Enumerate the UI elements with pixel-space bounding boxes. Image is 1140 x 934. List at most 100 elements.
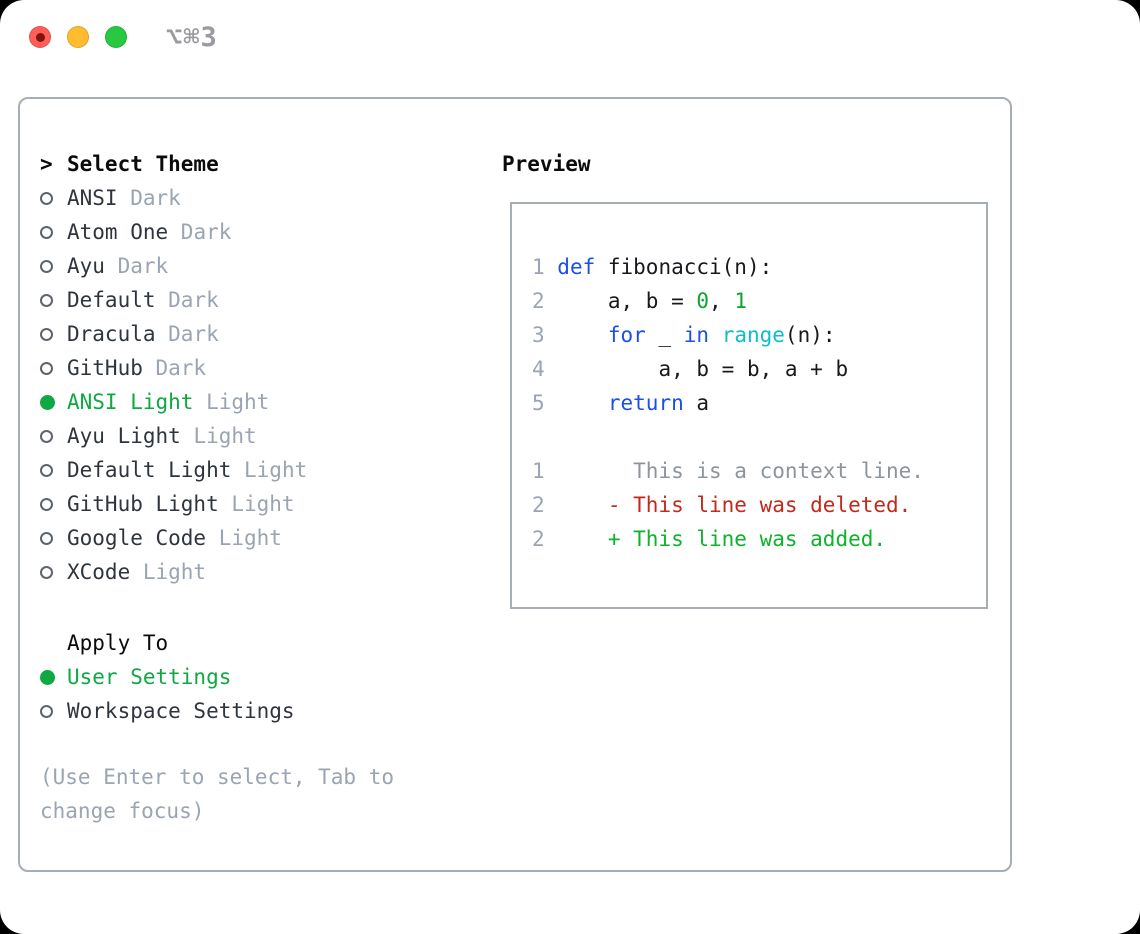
code-line: 1 This is a context line.	[532, 454, 986, 488]
theme-variant: Dark	[155, 322, 219, 346]
code-token-plain	[557, 493, 608, 517]
theme-variant: Dark	[168, 220, 232, 244]
theme-variant: Dark	[104, 254, 169, 278]
code-line: 5 return a	[532, 386, 986, 420]
code-token-plain: _	[645, 323, 684, 347]
code-token-num: 1	[734, 289, 747, 313]
theme-variant: Dark	[117, 186, 181, 210]
theme-option[interactable]: ANSI Dark	[40, 181, 307, 215]
apply-to-header: Apply To	[40, 626, 295, 660]
apply-to-option-label: Workspace Settings	[67, 699, 295, 723]
theme-option[interactable]: GitHub Dark	[40, 351, 307, 385]
code-token-num: 0	[696, 289, 710, 313]
radio-unselected-icon	[40, 463, 53, 477]
code-token-plain	[709, 323, 722, 347]
radio-unselected-icon	[40, 293, 53, 307]
theme-name: ANSI	[67, 186, 118, 210]
code-line: 4 a, b = b, a + b	[532, 352, 986, 386]
theme-name: Atom One	[67, 220, 169, 244]
code-token-plain: (n):	[784, 323, 836, 347]
theme-name: Default	[67, 288, 156, 312]
theme-variant: Dark	[142, 356, 207, 380]
code-token-plain: fibonacci(n):	[595, 255, 773, 279]
code-token-kw: def	[557, 255, 596, 279]
select-theme-header: > Select Theme	[40, 147, 307, 181]
code-line: 1 def fibonacci(n):	[532, 250, 986, 284]
theme-variant: Light	[130, 560, 207, 584]
theme-option[interactable]: Ayu Dark	[40, 249, 307, 283]
titlebar: ⌥⌘3	[0, 0, 1140, 74]
preview-label: Preview	[502, 152, 591, 176]
radio-unselected-icon	[40, 361, 53, 375]
line-number: 4	[532, 357, 558, 381]
theme-variant: Dark	[155, 288, 219, 312]
theme-name: GitHub Light	[67, 492, 219, 516]
line-number: 2	[532, 289, 558, 313]
theme-option[interactable]: XCode Light	[40, 555, 307, 589]
theme-name: ANSI Light	[67, 390, 194, 414]
theme-option[interactable]: Default Light Light	[40, 453, 307, 487]
zoom-button-icon[interactable]	[105, 26, 127, 48]
theme-option[interactable]: Dracula Dark	[40, 317, 307, 351]
apply-to-option[interactable]: Workspace Settings	[40, 694, 295, 728]
theme-name: Google Code	[67, 526, 207, 550]
code-token-plain: a	[683, 391, 710, 415]
line-number: 1	[532, 459, 558, 483]
apply-to-option[interactable]: User Settings	[40, 660, 295, 694]
close-button-icon[interactable]	[29, 26, 51, 48]
theme-variant: Light	[231, 458, 308, 482]
code-line: 3 for _ in range(n):	[532, 318, 986, 352]
theme-variant: Light	[218, 492, 295, 516]
theme-name: Dracula	[67, 322, 156, 346]
radio-selected-icon	[40, 394, 55, 410]
theme-option[interactable]: ANSI Light Light	[40, 385, 307, 419]
hint-text: (Use Enter to select, Tab to change focu…	[40, 765, 395, 823]
code-token-ctx: This is a context line.	[557, 459, 924, 483]
radio-unselected-icon	[40, 191, 53, 205]
line-number: 5	[532, 391, 558, 415]
theme-option[interactable]: Ayu Light Light	[40, 419, 307, 453]
code-token-plain	[557, 527, 608, 551]
theme-name: XCode	[67, 560, 131, 584]
code-token-plain	[557, 323, 608, 347]
code-token-plain: a, b = b, a + b	[557, 357, 849, 381]
radio-unselected-icon	[40, 429, 53, 443]
theme-option[interactable]: GitHub Light Light	[40, 487, 307, 521]
radio-selected-icon	[40, 669, 55, 685]
line-number: 2	[532, 527, 558, 551]
code-token-add: + This line was added.	[607, 527, 887, 551]
code-token-plain: ,	[709, 289, 735, 313]
window-title: ⌥⌘3	[166, 22, 218, 53]
radio-unselected-icon	[40, 531, 53, 545]
theme-option[interactable]: Default Dark	[40, 283, 307, 317]
theme-name: Default Light	[67, 458, 232, 482]
code-token-kw: for	[607, 323, 646, 347]
apply-to-option-label: User Settings	[67, 665, 232, 689]
theme-option[interactable]: Google Code Light	[40, 521, 307, 555]
code-line: 2 a, b = 0, 1	[532, 284, 986, 318]
code-token-plain	[557, 391, 608, 415]
line-number: 3	[532, 323, 558, 347]
radio-unselected-icon	[40, 327, 53, 341]
radio-unselected-icon	[40, 225, 53, 239]
minimize-button-icon[interactable]	[67, 26, 89, 48]
radio-unselected-icon	[40, 497, 53, 511]
theme-name: GitHub	[67, 356, 143, 380]
theme-variant: Light	[180, 424, 257, 448]
theme-option[interactable]: Atom One Dark	[40, 215, 307, 249]
select-theme-label: Select Theme	[67, 152, 219, 176]
radio-unselected-icon	[40, 565, 53, 579]
theme-name: Ayu Light	[67, 424, 181, 448]
apply-to-label: Apply To	[67, 631, 169, 655]
code-token-kw: return	[607, 391, 684, 415]
theme-name: Ayu	[67, 254, 105, 278]
cursor-icon: >	[40, 152, 53, 176]
code-token-plain: a, b =	[557, 289, 697, 313]
radio-unselected-icon	[40, 704, 53, 718]
theme-variant: Light	[206, 526, 282, 550]
